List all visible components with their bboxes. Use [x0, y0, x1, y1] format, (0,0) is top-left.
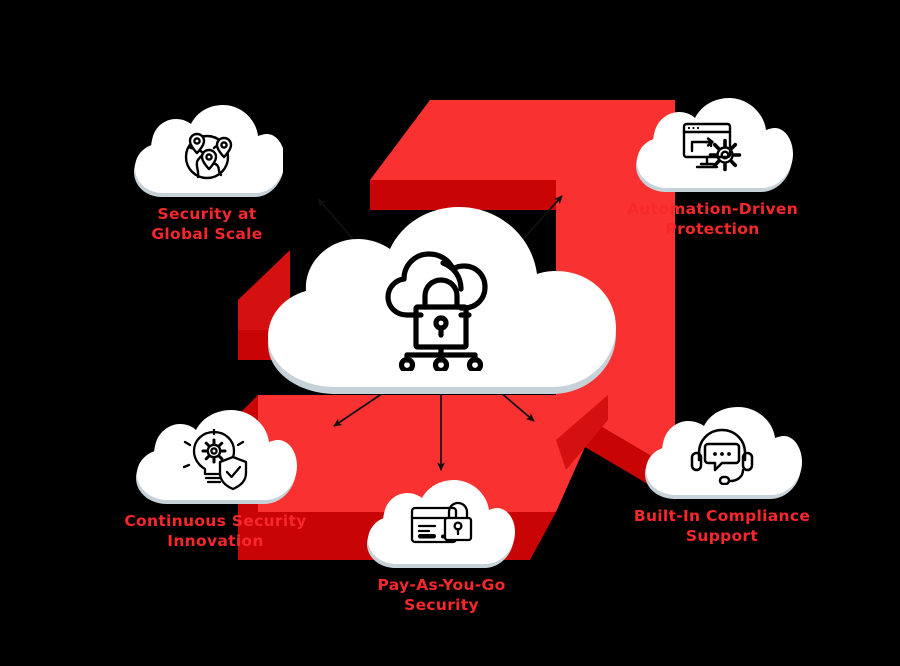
- lower-slab-right-wedge-shadow: [556, 395, 608, 470]
- node-pay-as-you-go-security[interactable]: Pay-As-You-Go Security: [349, 478, 534, 615]
- node-label: Built-In Compliance Support: [633, 507, 811, 545]
- cloud-shape: [364, 478, 519, 570]
- middle-left-face: [238, 250, 290, 330]
- cloud-body-icon: [268, 207, 616, 394]
- arrow-to-bottom-right: [499, 391, 535, 422]
- node-built-in-compliance-support[interactable]: Built-In Compliance Support: [607, 405, 837, 546]
- cloud-shape: [133, 408, 299, 506]
- cloud-shape: [258, 205, 623, 395]
- lower-slab-top-face: [258, 395, 556, 512]
- cloud-body-icon: [367, 480, 515, 568]
- cloud-body-icon: [135, 410, 297, 504]
- cloud-body-icon: [645, 407, 802, 499]
- node-label: Continuous Security Innovation: [124, 512, 307, 550]
- node-security-at-global-scale[interactable]: Security at Global Scale: [112, 103, 302, 244]
- cloud-shape: [642, 405, 802, 501]
- node-label: Security at Global Scale: [151, 205, 263, 243]
- node-continuous-security-innovation[interactable]: Continuous Security Innovation: [98, 408, 333, 551]
- node-label: Pay-As-You-Go Security: [377, 576, 506, 614]
- node-cloud-security-core[interactable]: [258, 205, 623, 395]
- arrow-to-bottom-left: [333, 390, 387, 427]
- cloud-body-icon: [635, 98, 793, 192]
- cloud-shape: [633, 96, 793, 194]
- node-label: Automation-Driven Protection: [626, 200, 799, 238]
- cloud-shape: [131, 103, 283, 199]
- node-automation-driven-protection[interactable]: Automation-Driven Protection: [600, 96, 825, 239]
- cloud-body-icon: [134, 105, 283, 197]
